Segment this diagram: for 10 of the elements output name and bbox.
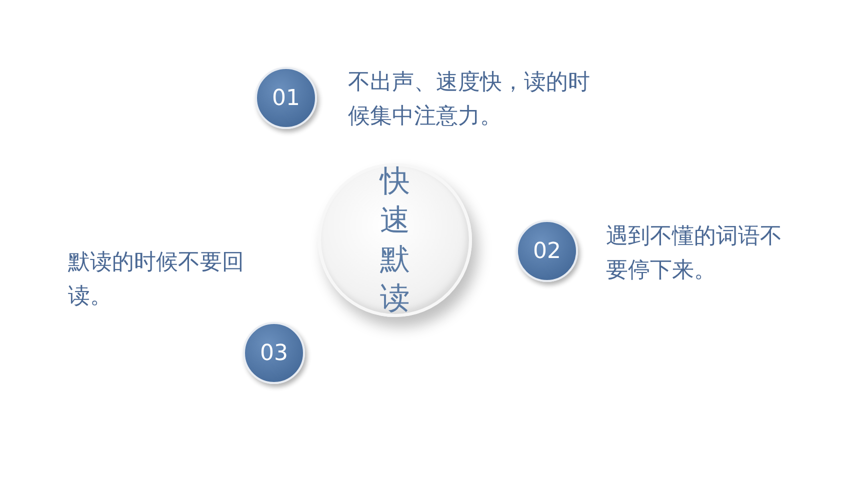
number-circle (243, 322, 305, 384)
number-circle (516, 220, 578, 282)
description-text: 默读的时候不要回读。 (68, 249, 245, 312)
description-text: 遇到不懂的词语不要停下来。 (606, 223, 783, 286)
step-number: 01 (272, 86, 300, 110)
step-number: 03 (260, 340, 288, 366)
title-text: 快速默读 (378, 163, 429, 318)
step-number: 02 (533, 238, 561, 264)
number-circle (255, 67, 317, 129)
description-text: 不出声、速度快，读的时候集中注意力。 (348, 69, 591, 132)
